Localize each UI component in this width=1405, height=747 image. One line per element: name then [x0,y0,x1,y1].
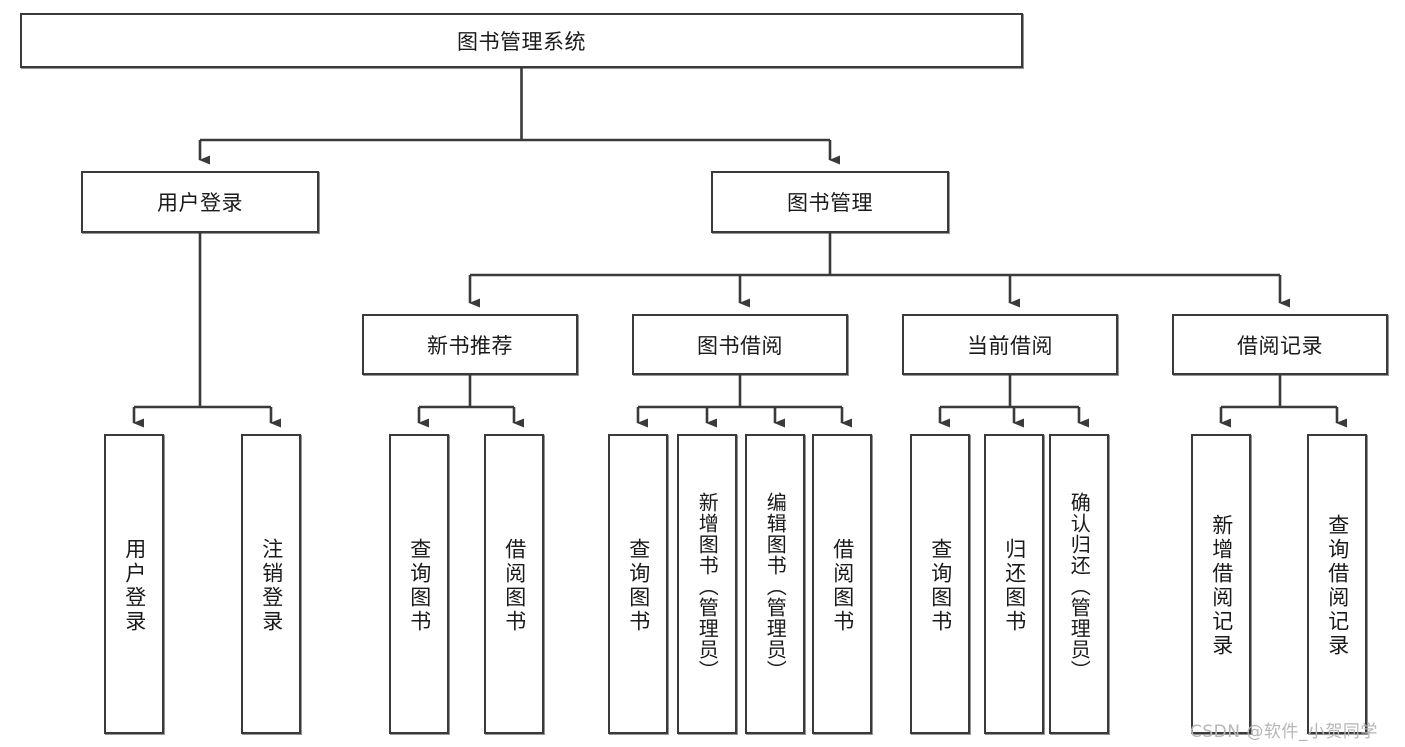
node-label-leaf-add-book-admin: 新增图书（管理员） [695,491,720,681]
node-label-leaf-query-book-cur: 查询图书 [928,538,953,634]
node-label-leaf-confirm-return-admin: 确认归还（管理员） [1067,491,1092,681]
node-label-leaf-edit-book-admin: 编辑图书（管理员） [763,491,788,681]
node-root[interactable]: 图书管理系统 [20,13,1023,68]
node-leaf-user-logout[interactable]: 注销登录 [241,434,301,734]
node-leaf-add-book-admin[interactable]: 新增图书（管理员） [677,434,737,734]
node-leaf-confirm-return-admin[interactable]: 确认归还（管理员） [1049,434,1109,734]
node-leaf-query-book[interactable]: 查询图书 [608,434,668,734]
node-leaf-user-login[interactable]: 用户登录 [104,434,164,734]
node-label-leaf-borrow-book: 借阅图书 [830,538,855,634]
node-leaf-query-book-cur[interactable]: 查询图书 [910,434,970,734]
node-label-leaf-return-book: 归还图书 [1002,538,1027,634]
node-leaf-query-borrow-record[interactable]: 查询借阅记录 [1307,434,1367,734]
node-label-current-borrow: 当前借阅 [967,333,1053,358]
node-label-leaf-query-borrow-record: 查询借阅记录 [1325,514,1350,658]
node-label-leaf-add-borrow-record: 新增借阅记录 [1209,514,1234,658]
node-leaf-borrow-book-new[interactable]: 借阅图书 [484,434,544,734]
node-leaf-return-book[interactable]: 归还图书 [984,434,1044,734]
node-label-leaf-borrow-book-new: 借阅图书 [502,538,527,634]
node-label-leaf-user-login: 用户登录 [122,538,147,634]
node-label-leaf-query-book-new: 查询图书 [407,538,432,634]
node-label-user-login: 用户登录 [157,191,243,215]
node-leaf-edit-book-admin[interactable]: 编辑图书（管理员） [745,434,805,734]
node-label-leaf-user-logout: 注销登录 [259,538,284,634]
node-label-leaf-query-book: 查询图书 [626,538,651,634]
node-leaf-query-book-new[interactable]: 查询图书 [389,434,449,734]
node-leaf-borrow-book[interactable]: 借阅图书 [812,434,872,734]
node-label-new-book-recommend: 新书推荐 [427,333,513,358]
node-label-book-borrow: 图书借阅 [697,333,783,358]
node-leaf-add-borrow-record[interactable]: 新增借阅记录 [1191,434,1251,734]
connector-lines [132,68,1347,428]
node-label-root: 图书管理系统 [457,29,586,54]
node-user-login[interactable]: 用户登录 [81,171,319,233]
node-book-borrow[interactable]: 图书借阅 [632,314,848,375]
node-borrow-record[interactable]: 借阅记录 [1172,314,1388,375]
node-book-manage[interactable]: 图书管理 [711,171,949,233]
node-label-book-manage: 图书管理 [787,191,873,215]
node-label-borrow-record: 借阅记录 [1237,333,1323,358]
node-current-borrow[interactable]: 当前借阅 [902,314,1118,375]
node-new-book-recommend[interactable]: 新书推荐 [362,314,578,375]
